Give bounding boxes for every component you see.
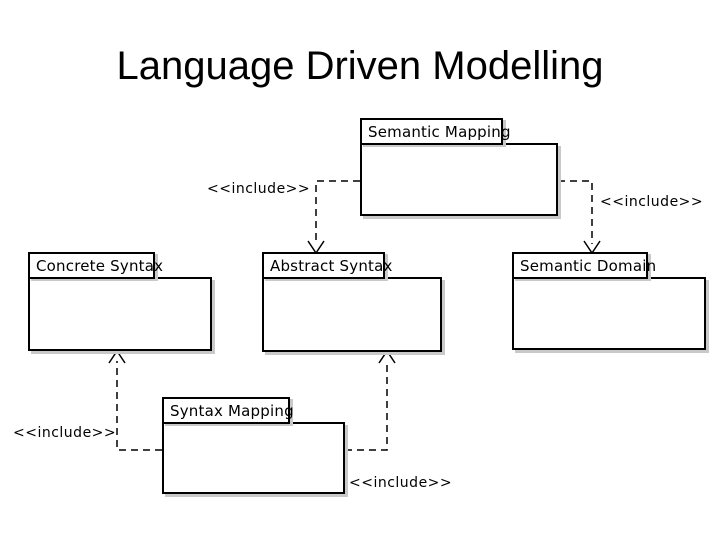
include-label-bottom-left: <<include>> <box>13 425 117 441</box>
package-body-semantic-domain <box>512 277 706 350</box>
slide-title: Language Driven Modelling <box>116 44 604 88</box>
dashed-connector-syntax-mapping-to-concrete-syntax <box>116 361 162 451</box>
package-body-syntax-mapping <box>162 422 345 494</box>
open-arrowhead-up-concrete-syntax <box>108 349 126 364</box>
include-label-bottom-right: <<include>> <box>349 475 453 491</box>
open-arrowhead-up-abstract-syntax <box>378 349 396 364</box>
dashed-connector-semantic-mapping-to-abstract-syntax <box>315 180 360 244</box>
package-body-semantic-mapping <box>360 143 558 216</box>
dashed-connector-syntax-mapping-to-abstract-syntax <box>345 361 388 451</box>
package-label-abstract-syntax: Abstract Syntax <box>270 256 393 275</box>
package-tab-syntax-mapping: Syntax Mapping <box>162 397 294 424</box>
package-label-semantic-mapping: Semantic Mapping <box>368 122 511 141</box>
package-tab-abstract-syntax: Abstract Syntax <box>262 252 392 279</box>
package-tab-concrete-syntax: Concrete Syntax <box>28 252 163 279</box>
include-label-top-left: <<include>> <box>207 181 311 197</box>
package-label-syntax-mapping: Syntax Mapping <box>170 401 294 420</box>
package-body-concrete-syntax <box>28 277 212 351</box>
package-label-concrete-syntax: Concrete Syntax <box>36 256 164 275</box>
dashed-connector-semantic-mapping-to-semantic-domain <box>558 180 593 244</box>
include-label-top-right: <<include>> <box>600 194 704 210</box>
package-tab-semantic-mapping: Semantic Mapping <box>360 118 511 145</box>
package-body-abstract-syntax <box>262 277 442 352</box>
package-tab-semantic-domain: Semantic Domain <box>512 252 656 279</box>
package-label-semantic-domain: Semantic Domain <box>520 256 657 275</box>
